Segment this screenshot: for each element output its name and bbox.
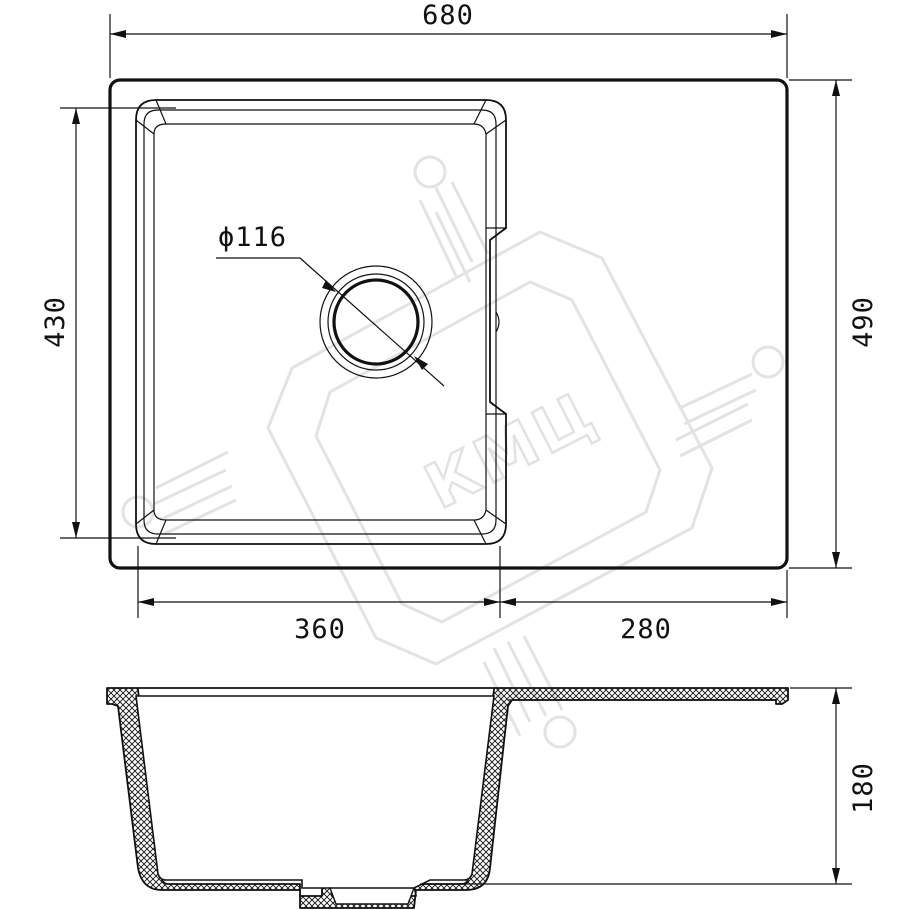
watermark-prongs-top (418, 181, 490, 283)
drain-hole (332, 278, 420, 366)
top-dimensions: 680 490 430 360 280 (40, 0, 879, 645)
drain-arrow-lower (414, 356, 428, 370)
top-view: ϕ116 (108, 78, 789, 570)
arrow-430-bottom (72, 522, 80, 538)
dimension-overall-width: 680 (422, 0, 474, 31)
watermark-prongs-bottom (482, 635, 564, 737)
section-view: 180 (106, 687, 879, 909)
arrow-180-bottom (832, 868, 840, 884)
dimension-drainboard-width: 280 (620, 614, 672, 645)
watermark-plug-top (413, 155, 447, 189)
bowl-rim-outer (135, 99, 507, 545)
watermark-plug-right (751, 345, 785, 379)
drain-arrow-upper (322, 280, 336, 292)
arrow-490-bottom (832, 552, 840, 568)
arrow-360-right (484, 598, 500, 606)
arrow-360-left (138, 598, 154, 606)
drain-diameter-leader (216, 257, 445, 387)
bowl-rim-inner (143, 109, 497, 535)
watermark-frame-outer (266, 230, 714, 666)
overflow-slot (495, 311, 500, 333)
arrow-280-right (771, 598, 787, 606)
section-bowl-interior (135, 695, 495, 897)
sink-outline (108, 78, 789, 570)
watermark-frame-inner (314, 280, 662, 624)
dimension-overall-depth: 490 (848, 296, 879, 348)
dimension-height: 180 (848, 762, 879, 814)
overflow-notches (486, 227, 506, 415)
drain-mid-ring (327, 273, 425, 371)
arrow-430-top (72, 108, 80, 124)
dimension-drain-diameter: ϕ116 (218, 222, 287, 253)
bowl-corner-bevels (135, 99, 507, 545)
section-drain (328, 887, 416, 905)
arrow-180-top (832, 688, 840, 704)
watermark-prongs-right (675, 372, 757, 458)
arrow-280-left (500, 598, 516, 606)
arrow-680-left (110, 30, 126, 38)
dimension-bowl-depth: 430 (40, 296, 71, 348)
drain-outer-ring (319, 265, 433, 379)
arrow-490-top (832, 80, 840, 96)
arrow-680-right (771, 30, 787, 38)
dimension-bowl-width: 360 (294, 614, 346, 645)
watermark-plug-left (121, 495, 155, 529)
watermark-plug-bottom (543, 715, 577, 749)
watermark-prongs-left (153, 450, 237, 536)
watermark-text: КМЦ (414, 376, 609, 524)
